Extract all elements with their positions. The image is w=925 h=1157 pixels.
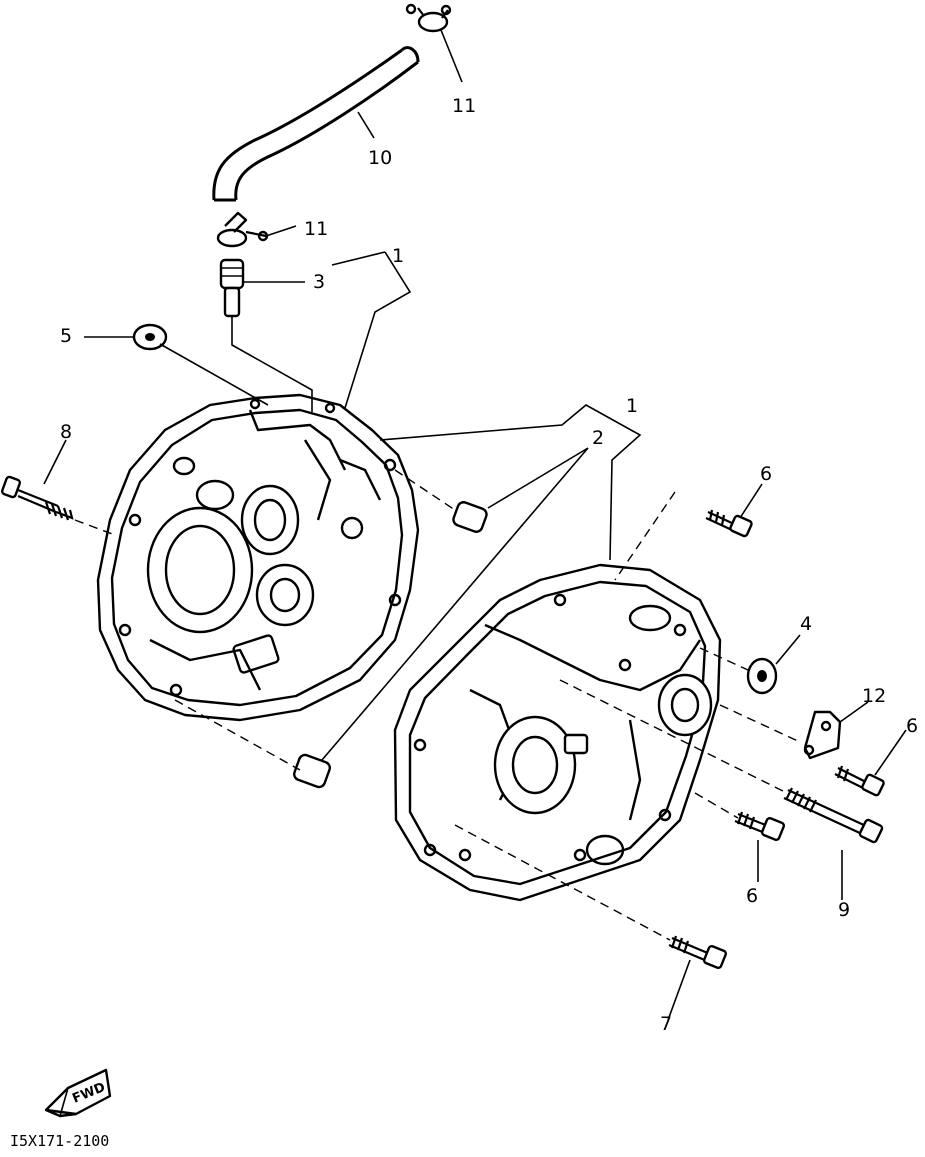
breather-fitting xyxy=(219,258,245,318)
callout-7: 7 xyxy=(660,1013,672,1035)
callout-11-top: 11 xyxy=(452,95,476,117)
bolt-6-bottom xyxy=(734,811,786,842)
dowel-pin-upper xyxy=(452,501,488,533)
callout-6-top: 6 xyxy=(760,463,772,485)
crankcase-left xyxy=(96,393,420,722)
bracket-12 xyxy=(803,710,842,760)
callout-8: 8 xyxy=(60,421,72,443)
callout-labels: 11 10 11 1 3 5 1 2 8 6 4 12 6 6 9 7 xyxy=(60,95,918,1035)
callout-12: 12 xyxy=(862,685,886,707)
crankcase-right xyxy=(393,563,722,902)
callout-6-bottom: 6 xyxy=(746,885,758,907)
fwd-arrow-badge: FWD xyxy=(44,1068,112,1118)
callout-1-right: 1 xyxy=(626,395,638,417)
hose-clamp-mid xyxy=(216,211,269,248)
bolt-long-left xyxy=(0,475,74,521)
hose-clamp-top xyxy=(405,3,452,33)
alignment-lines xyxy=(74,469,801,941)
callout-11-mid: 11 xyxy=(304,218,328,240)
bolt-9-right xyxy=(783,787,884,844)
callout-10: 10 xyxy=(368,147,392,169)
breather-hose xyxy=(212,46,420,202)
bolt-6-top xyxy=(705,509,753,538)
drawing-code: I5X171-2100 xyxy=(10,1132,109,1150)
callout-1-upper: 1 xyxy=(392,245,404,267)
leader-lines xyxy=(43,29,907,1021)
bolt-6-right xyxy=(834,765,885,797)
callout-2: 2 xyxy=(592,427,604,449)
bolt-7 xyxy=(668,935,728,970)
callout-3: 3 xyxy=(313,271,325,293)
washer-right xyxy=(746,657,778,695)
callout-5: 5 xyxy=(60,325,72,347)
callout-9: 9 xyxy=(838,899,850,921)
dowel-pin-lower xyxy=(293,753,331,789)
callout-6-right: 6 xyxy=(906,715,918,737)
callout-4: 4 xyxy=(800,613,812,635)
